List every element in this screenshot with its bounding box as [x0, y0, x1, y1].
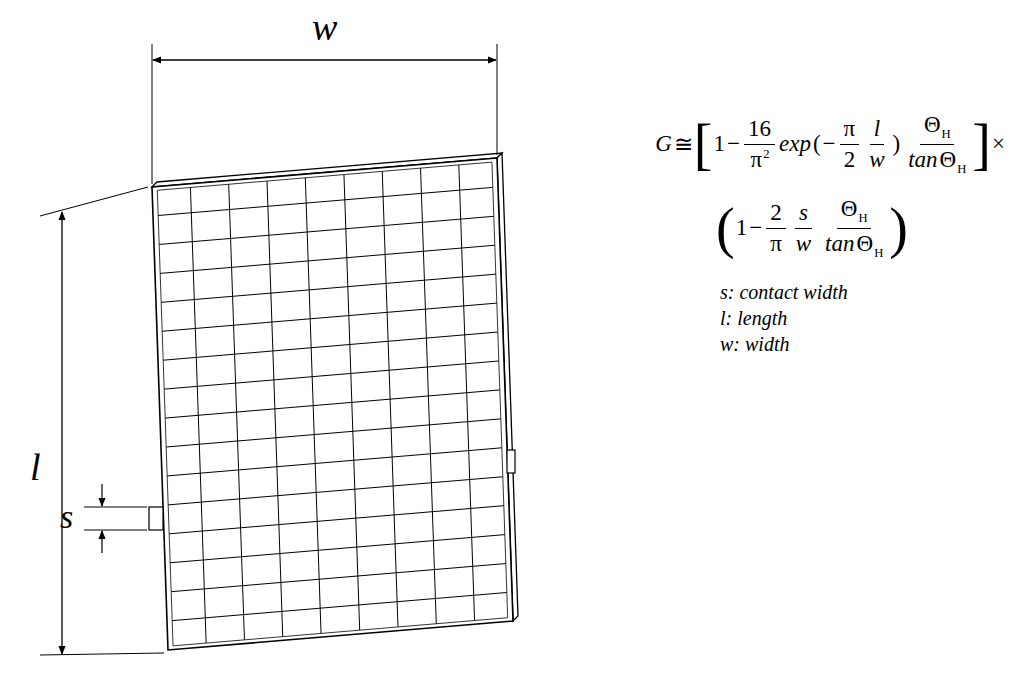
formula-symbol: ≅: [674, 131, 693, 158]
formula-symbol: s: [799, 200, 808, 225]
formula-symbol: G: [655, 131, 672, 157]
contact-tab: [507, 450, 515, 473]
formula-symbol: −: [823, 131, 836, 157]
subscript: H: [957, 161, 966, 175]
formula-symbol: l: [874, 116, 880, 141]
subscript: H: [858, 211, 867, 225]
formula-symbol: tan: [908, 147, 937, 172]
formula-symbol: π: [770, 231, 782, 256]
dimension-label: l: [30, 448, 41, 486]
formula-symbol: 1: [736, 215, 748, 241]
formula-symbol: w: [796, 231, 811, 256]
cell-grid: [157, 162, 507, 646]
formula-symbol: w: [869, 147, 884, 172]
formula-symbol: 16: [748, 116, 771, 141]
formula-symbol: 2: [770, 200, 782, 225]
dimension-label: w: [312, 8, 337, 46]
numerator: ΘH: [920, 112, 954, 145]
formula-symbol: 2: [844, 147, 856, 172]
fraction: ΘHtanΘH: [821, 196, 886, 260]
denominator: tanΘH: [821, 229, 886, 261]
definition-note: s: contact width: [720, 282, 848, 302]
superscript: 2: [763, 147, 769, 161]
formula-symbol: 1: [714, 131, 726, 157]
formula-symbol: −: [727, 131, 740, 157]
bracket: ]: [972, 116, 991, 172]
definition-note: l: length: [720, 308, 787, 328]
subscript: H: [942, 127, 951, 141]
formula-symbol: exp: [779, 131, 811, 157]
denominator: w: [792, 229, 815, 256]
panel-face: [152, 158, 513, 650]
dimension-arrow: [101, 484, 102, 506]
extension-line: [84, 530, 147, 531]
formula-row: G≅[1−16π2exp(−π2lw)ΘHtanΘH]×: [654, 112, 1006, 176]
formula-symbol: −: [749, 215, 762, 241]
fraction: lw: [865, 116, 888, 172]
dimension-label: s: [60, 500, 73, 534]
extension-line: [497, 44, 498, 155]
denominator: 2: [840, 145, 860, 172]
definition-note: w: width: [720, 334, 789, 354]
denominator: tanΘH: [904, 145, 969, 177]
denominator: π2: [747, 145, 773, 172]
bracket: ): [889, 200, 908, 256]
dimension-arrow: [61, 212, 62, 654]
formula-row: (1−2πswΘHtanΘH): [716, 196, 908, 260]
dimension-arrow: [153, 59, 496, 60]
numerator: 2: [766, 200, 786, 228]
fraction: π2: [840, 116, 860, 172]
contact-tab: [149, 507, 163, 530]
formula-symbol: ): [893, 131, 901, 157]
denominator: π: [766, 229, 786, 256]
formula-symbol: (: [813, 131, 821, 157]
formula-symbol: π: [751, 147, 763, 172]
bracket: (: [716, 200, 735, 256]
fraction: ΘHtanΘH: [904, 112, 969, 176]
formula-symbol: Θ: [841, 196, 858, 221]
subscript: H: [874, 245, 883, 259]
fraction: 16 π2: [744, 116, 775, 172]
numerator: 16: [744, 116, 775, 144]
fraction: 2π: [766, 200, 786, 256]
fraction: sw: [792, 200, 815, 256]
extension-line: [40, 187, 148, 216]
numerator: ΘH: [837, 196, 871, 229]
formula-symbol: tan: [825, 231, 854, 256]
dimension-arrow: [101, 531, 102, 553]
bracket: [: [694, 116, 713, 172]
extension-line: [84, 507, 147, 508]
formula-symbol: π: [844, 116, 856, 141]
formula-symbol: Θ: [924, 112, 941, 137]
extension-line: [152, 44, 153, 184]
numerator: l: [870, 116, 884, 144]
formula-symbol: Θ: [857, 231, 874, 256]
numerator: s: [795, 200, 812, 228]
formula-symbol: Θ: [940, 147, 957, 172]
denominator: w: [865, 145, 888, 172]
extension-line: [40, 653, 164, 655]
numerator: π: [840, 116, 860, 144]
formula-symbol: ×: [992, 131, 1005, 157]
